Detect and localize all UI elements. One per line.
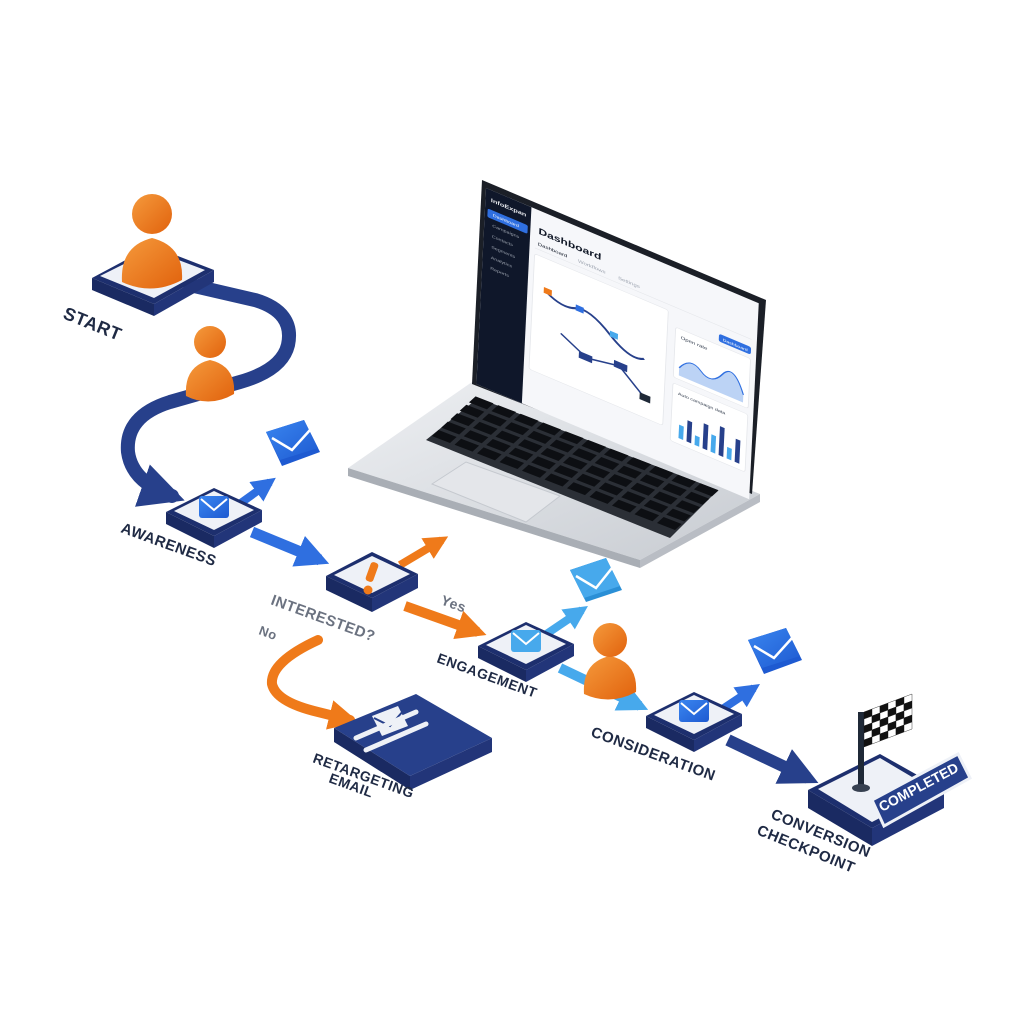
arrow-engagement-to-email (542, 605, 588, 639)
connector-awareness-to-decision (249, 526, 330, 567)
mini-bar (694, 435, 700, 447)
conversion-node: COMPLETED (808, 693, 972, 846)
awareness-node (166, 488, 262, 548)
engagement-node (478, 622, 574, 682)
interested-decision-node (326, 552, 418, 612)
mini-bar (726, 446, 732, 461)
person-icon (121, 194, 183, 289)
start-label: START (61, 303, 125, 344)
laptop-trackpad (430, 461, 562, 523)
consideration-node (646, 692, 742, 752)
retargeting-email-card (334, 694, 492, 790)
workflow-canvas (528, 254, 669, 426)
mini-bar (734, 438, 741, 464)
envelope-icon (679, 700, 709, 722)
yes-label: Yes (439, 592, 469, 616)
mini-bar (702, 423, 709, 451)
mini-bar (678, 424, 684, 441)
arrow-decision-up (397, 536, 449, 569)
envelope-icon (266, 420, 320, 466)
mini-bar (686, 420, 693, 444)
laptop-keyboard (426, 398, 718, 538)
no-label: No (257, 623, 279, 643)
checkered-flag-icon (852, 693, 913, 792)
envelope-icon (511, 630, 541, 652)
envelope-icon (570, 558, 622, 602)
connector-start-to-awareness (120, 278, 296, 507)
arrow-awareness-to-email (235, 477, 276, 509)
person-icon (583, 623, 637, 700)
connector-yes-to-engagement (403, 601, 487, 640)
dashboard-action-button[interactable] (718, 334, 752, 355)
start-node (92, 194, 214, 316)
laptop-screen: InfoExpan DashboardCampaignsContactsSegm… (476, 188, 759, 500)
mini-bar (718, 426, 725, 457)
connector-no-to-retargeting (266, 635, 359, 730)
envelope-icon (748, 628, 802, 674)
person-icon (185, 326, 235, 402)
exclamation-icon (363, 562, 379, 595)
envelope-icon (199, 496, 229, 518)
mini-bar (710, 434, 717, 454)
app-sidebar (476, 188, 532, 404)
connector-consideration-to-conversion (725, 734, 819, 784)
